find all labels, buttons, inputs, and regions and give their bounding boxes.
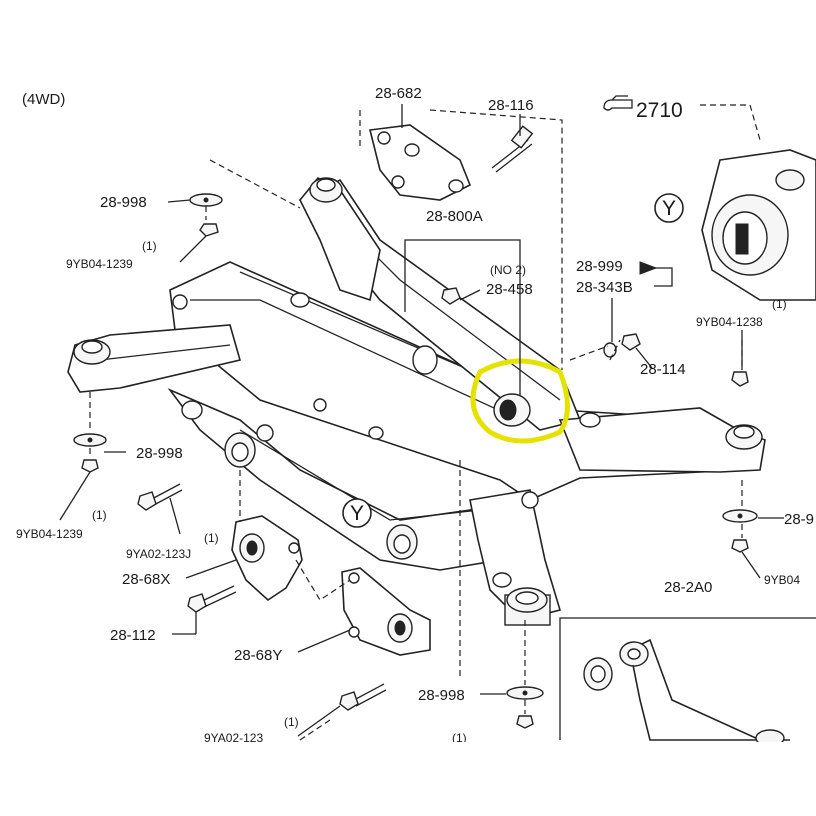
label-28-2A0: 28-2A0	[664, 579, 712, 596]
arrow-28-999	[639, 261, 658, 275]
label-28-9-right: 28-9	[784, 511, 814, 528]
view-y-circle-2: Y	[342, 498, 372, 528]
label-qty-d: (1)	[204, 531, 219, 545]
washer-28-998-left-top	[189, 193, 223, 237]
svg-text:Y: Y	[350, 502, 364, 525]
label-qty-a: (1)	[142, 239, 157, 253]
label-9YA02-123-bottom: 9YA02-123	[204, 731, 263, 745]
label-9YB04-1239-a: 9YB04-1239	[66, 257, 133, 271]
label-28-458: 28-458	[486, 281, 533, 298]
bolt-9YA02-123-bottom	[339, 683, 387, 711]
label-28-343B: 28-343B	[576, 279, 633, 296]
view-y-circle-1: Y	[654, 193, 684, 223]
bushing-diff-lower	[386, 524, 418, 560]
label-28-682: 28-682	[375, 85, 422, 102]
bushing-left-rear	[73, 339, 111, 365]
label-qty-b: (1)	[772, 297, 787, 311]
label-9YB0-right: 9YB04	[764, 573, 800, 587]
label-28-68Y: 28-68Y	[234, 647, 282, 664]
bushing-front-right	[504, 587, 551, 626]
bracket-28-68Y	[341, 567, 431, 656]
label-28-112: 28-112	[110, 627, 156, 644]
label-28-800A: 28-800A	[426, 208, 483, 225]
label-9YB04-1238: 9YB04-1238	[696, 315, 763, 329]
label-2710: 2710	[636, 99, 683, 122]
label-28-114: 28-114	[640, 361, 686, 378]
label-9YB04-1239-b: 9YB04-1239	[16, 527, 83, 541]
labels: (4WD) 28-682 28-116 2710 28-998 (1) 9YB0…	[16, 85, 814, 745]
label-no2: (NO 2)	[490, 263, 526, 277]
label-9YA02-123J: 9YA02-123J	[126, 547, 191, 561]
highlight-circle	[470, 358, 570, 444]
bushing-right-rear	[725, 424, 763, 450]
callout-lines	[59, 104, 784, 737]
pointing-hand-icon	[603, 95, 633, 111]
washer-28-998-bottom	[506, 686, 544, 729]
bracket-28-68X	[231, 515, 303, 602]
nut-9YB04-1238	[731, 371, 749, 387]
nut-28-458	[441, 287, 461, 305]
variant-label: (4WD)	[22, 91, 65, 108]
rear-subframe-crossmember	[67, 176, 766, 621]
washer-28-998-left-bottom	[73, 433, 107, 473]
bolt-28-116	[491, 125, 534, 173]
label-28-998-b: 28-998	[136, 445, 183, 462]
bolt-28-112	[187, 585, 237, 613]
washer-28-999	[603, 342, 617, 358]
inset-lateral-link	[559, 617, 816, 747]
diff-mount-bushing-highlighted	[493, 393, 531, 427]
label-28-999: 28-999	[576, 258, 623, 275]
label-28-998-a: 28-998	[100, 194, 147, 211]
bolt-9YA02-123J	[137, 483, 183, 511]
subframe-bushings	[73, 177, 763, 626]
label-qty-f: (1)	[452, 731, 467, 745]
bushing-left-front	[309, 177, 343, 203]
bottom-margin	[0, 742, 816, 816]
label-qty-e: (1)	[284, 715, 299, 729]
differential-2710	[701, 149, 816, 301]
bushing-diff-left	[224, 432, 256, 468]
nut-28-114	[621, 333, 641, 351]
label-qty-c: (1)	[92, 508, 107, 522]
label-28-998-c: 28-998	[418, 687, 465, 704]
washer-28-998-right	[722, 509, 758, 553]
label-28-68X: 28-68X	[122, 571, 170, 588]
bracket-28-682	[369, 124, 472, 201]
label-28-116: 28-116	[488, 97, 534, 114]
leader-lines	[89, 104, 761, 741]
svg-text:Y: Y	[662, 197, 676, 220]
